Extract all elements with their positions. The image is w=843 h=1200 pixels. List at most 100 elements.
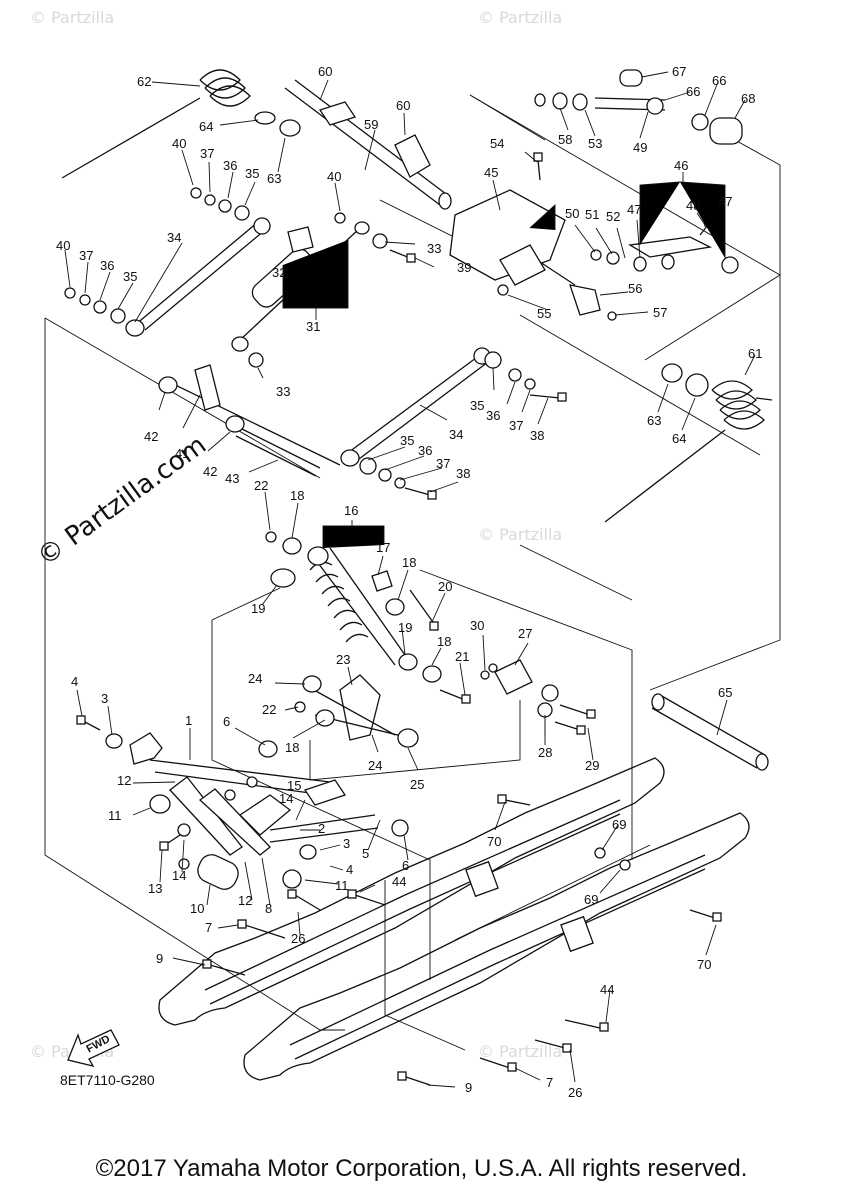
watermark: © Partzilla xyxy=(478,8,563,27)
small-parts xyxy=(64,111,709,871)
callout-33b: 33 xyxy=(276,384,290,399)
callout-11a: 11 xyxy=(108,808,122,823)
callout-26b: 26 xyxy=(568,1085,582,1100)
callout-42b: 42 xyxy=(203,464,217,479)
cross-shaft-43 xyxy=(158,364,341,477)
callout-42a: 42 xyxy=(144,429,158,444)
callout-46: 46 xyxy=(674,158,688,173)
callout-25: 25 xyxy=(410,777,424,792)
callout-69b: 69 xyxy=(584,892,598,907)
callout-45: 45 xyxy=(484,165,498,180)
callout-66a: 66 xyxy=(712,73,726,88)
callout-26a: 26 xyxy=(291,931,305,946)
callout-3b: 3 xyxy=(343,836,350,851)
callout-9a: 9 xyxy=(156,951,163,966)
callout-16: 16 xyxy=(344,503,358,518)
callout-41: 41 xyxy=(175,446,189,461)
callout-37b: 37 xyxy=(79,248,93,263)
link-rod-upper-34 xyxy=(125,217,271,337)
callout-22a: 22 xyxy=(254,478,268,493)
callout-43: 43 xyxy=(225,471,239,486)
callout-19a: 19 xyxy=(251,601,265,616)
rear-swing-arm xyxy=(258,674,419,758)
callout-32: 32 xyxy=(272,265,286,280)
rear-arm-shaft-49 xyxy=(534,69,743,145)
callout-64b: 64 xyxy=(672,431,686,446)
callout-61: 61 xyxy=(748,346,762,361)
watermark: © Partzilla xyxy=(478,525,563,544)
callout-44b: 44 xyxy=(600,982,614,997)
callout-38b: 38 xyxy=(456,466,470,481)
torsion-spring-62 xyxy=(61,69,251,179)
callout-30: 30 xyxy=(470,618,484,633)
callout-56: 56 xyxy=(628,281,642,296)
callout-34a: 34 xyxy=(167,230,181,245)
callout-40c: 40 xyxy=(327,169,341,184)
front-arm-shaft xyxy=(279,79,452,210)
callout-37d: 37 xyxy=(436,456,450,471)
callout-60b: 60 xyxy=(396,98,410,113)
guide-rod-65 xyxy=(651,693,769,771)
callout-18b: 18 xyxy=(402,555,416,570)
callout-70b: 70 xyxy=(697,957,711,972)
leader-lines xyxy=(64,71,756,1088)
callout-60a: 60 xyxy=(318,64,332,79)
callout-39: 39 xyxy=(457,260,471,275)
callout-63b: 63 xyxy=(647,413,661,428)
callout-49: 49 xyxy=(633,140,647,155)
callout-36c: 36 xyxy=(486,408,500,423)
callout-63a: 63 xyxy=(267,171,281,186)
callout-64a: 64 xyxy=(199,119,213,134)
callout-17: 17 xyxy=(376,540,390,555)
callout-labels: 1233445667789910111112121314141516171818… xyxy=(56,64,762,1100)
callout-20: 20 xyxy=(438,579,452,594)
rear-shock-16 xyxy=(270,546,406,666)
front-arm-1 xyxy=(105,732,409,890)
callout-3a: 3 xyxy=(101,691,108,706)
callout-40a: 40 xyxy=(172,136,186,151)
callout-13: 13 xyxy=(148,881,162,896)
callout-40b: 40 xyxy=(56,238,70,253)
callout-36a: 36 xyxy=(223,158,237,173)
callout-65: 65 xyxy=(718,685,732,700)
callout-22b: 22 xyxy=(262,702,276,717)
assembly-outlines xyxy=(44,94,781,1051)
callout-35a: 35 xyxy=(245,166,259,181)
callout-37c: 37 xyxy=(509,418,523,433)
callout-12a: 12 xyxy=(117,773,131,788)
link-rod-lower-34 xyxy=(340,347,491,467)
pivot-bracket-45 xyxy=(449,189,601,316)
callout-35c: 35 xyxy=(470,398,484,413)
callout-2: 2 xyxy=(318,821,325,836)
callout-18a: 18 xyxy=(290,488,304,503)
callout-11b: 11 xyxy=(335,878,349,893)
callout-5: 5 xyxy=(362,846,369,861)
callout-12b: 12 xyxy=(238,893,252,908)
callout-58: 58 xyxy=(558,132,572,147)
callout-48: 48 xyxy=(686,198,700,213)
copyright-footer: ©2017 Yamaha Motor Corporation, U.S.A. A… xyxy=(95,1155,748,1182)
callout-54: 54 xyxy=(490,136,504,151)
callout-36b: 36 xyxy=(100,258,114,273)
callout-7b: 7 xyxy=(546,1075,553,1090)
callout-50: 50 xyxy=(565,206,579,221)
callout-59: 59 xyxy=(364,117,378,132)
callout-34b: 34 xyxy=(449,427,463,442)
callout-4b: 4 xyxy=(346,862,353,877)
callout-24a: 24 xyxy=(248,671,262,686)
torsion-spring-61 xyxy=(604,380,773,523)
callout-27: 27 xyxy=(518,626,532,641)
fwd-arrow-icon: FWD xyxy=(67,1029,120,1067)
rear-pivot-46 xyxy=(628,236,739,274)
slide-rail-left xyxy=(158,757,665,1026)
callout-38a: 38 xyxy=(530,428,544,443)
callout-24b: 24 xyxy=(368,758,382,773)
callout-14b: 14 xyxy=(279,791,293,806)
callout-8: 8 xyxy=(265,901,272,916)
callout-62: 62 xyxy=(137,74,151,89)
callout-15: 15 xyxy=(287,778,301,793)
bolts xyxy=(76,152,722,1086)
watermark: © Partzilla xyxy=(30,8,115,27)
